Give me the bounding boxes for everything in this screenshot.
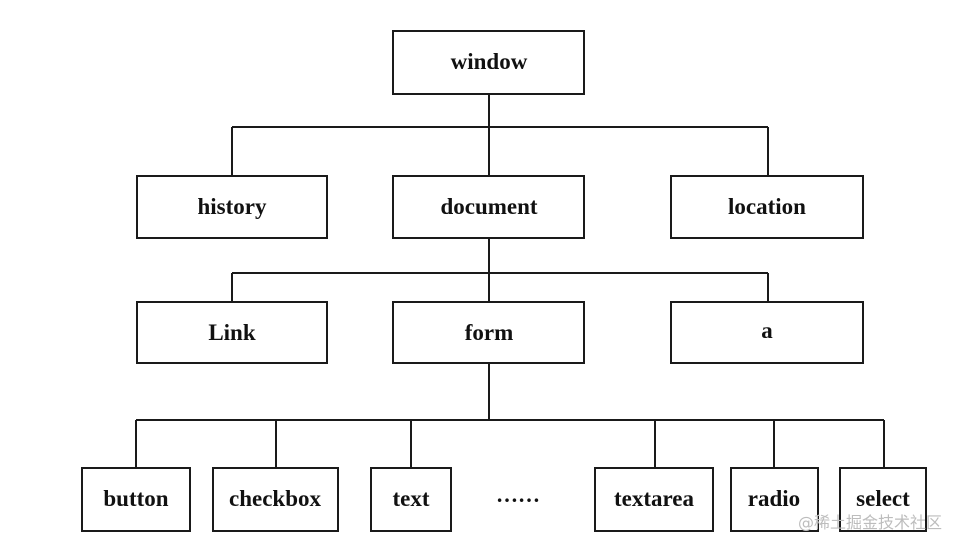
node-text-label: text (392, 486, 429, 511)
node-radio: radio (730, 467, 819, 532)
node-textarea: textarea (594, 467, 714, 532)
node-link: Link (136, 301, 328, 364)
node-history-label: history (198, 194, 268, 219)
node-button-label: button (103, 486, 168, 511)
node-location: location (670, 175, 864, 239)
node-document-label: document (440, 194, 537, 219)
node-checkbox: checkbox (212, 467, 339, 532)
node-location-label: location (728, 194, 806, 219)
node-select-label: select (856, 486, 910, 511)
node-select: select (839, 467, 927, 532)
node-form: form (392, 301, 585, 364)
node-textarea-label: textarea (614, 486, 695, 511)
node-window-label: window (451, 49, 528, 74)
node-a-label: a (761, 318, 773, 343)
node-link-label: Link (208, 320, 256, 345)
node-text: text (370, 467, 452, 532)
node-window: window (392, 30, 585, 95)
connectors-level-1 (231, 94, 769, 176)
watermark-text: @稀土掘金技术社区 (798, 513, 942, 532)
node-button: button (81, 467, 191, 532)
node-a: a (670, 301, 864, 364)
node-history: history (136, 175, 328, 239)
connectors-level-2 (231, 238, 769, 302)
connectors-level-3 (135, 363, 885, 468)
node-checkbox-label: checkbox (229, 486, 322, 511)
node-document: document (392, 175, 585, 239)
node-radio-label: radio (748, 486, 800, 511)
ellipsis: …… (496, 482, 540, 507)
node-form-label: form (465, 320, 514, 345)
